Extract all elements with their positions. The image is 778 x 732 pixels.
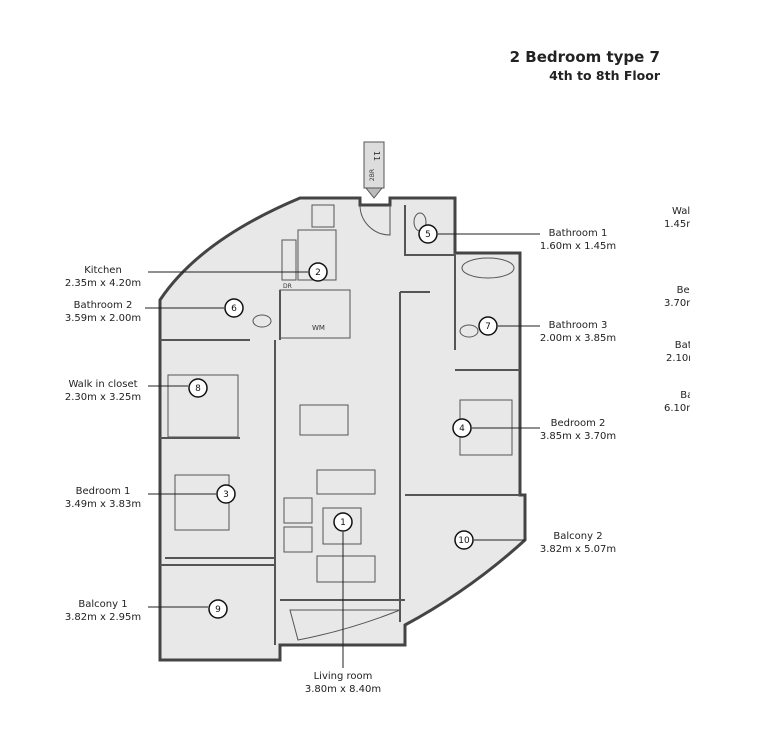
bathtub (461, 257, 515, 279)
coffee-table (322, 507, 362, 545)
svg-text:7: 7 (485, 322, 491, 332)
sofa-bottom (316, 555, 376, 583)
clipped-label: Bath2.10m (665, 340, 690, 364)
room-marker-6: 6 (224, 298, 244, 318)
plan-subtitle: 4th to 8th Floor (549, 68, 660, 83)
svg-text:6: 6 (231, 304, 237, 314)
clipped-labels: Walk1.45m Bed3.70m Bath2.10m Bal6.10m (600, 200, 690, 430)
leader-lines (145, 233, 540, 668)
room-marker-9: 9 (208, 599, 228, 619)
clipped-label: Bed3.70m (663, 285, 690, 309)
armchair (283, 526, 313, 553)
svg-text:9: 9 (215, 605, 221, 615)
clipped-label: Walk1.45m (663, 206, 690, 230)
toilets (252, 212, 479, 338)
room-marker-8: 8 (188, 378, 208, 398)
entrance-door (359, 204, 391, 236)
room-markers: 1 2 3 4 5 6 7 8 9 10 (188, 224, 498, 619)
balcony-planter (289, 609, 401, 641)
room-marker-3: 3 (216, 484, 236, 504)
apartment-outline (158, 196, 527, 662)
clipped-label: Bal6.10m (663, 390, 690, 414)
room-marker-10: 10 (454, 530, 474, 550)
room-marker-5: 5 (418, 224, 438, 244)
svg-text:5: 5 (425, 230, 431, 240)
entrance-marker: 11 2BR (363, 141, 385, 199)
wardrobe (167, 374, 239, 438)
svg-text:1: 1 (340, 518, 346, 528)
plan-title: 2 Bedroom type 7 (509, 48, 660, 66)
room-marker-4: 4 (452, 418, 472, 438)
svg-text:2: 2 (315, 268, 321, 278)
room-marker-7: 7 (478, 316, 498, 336)
washing-machine-label: WM (312, 324, 325, 332)
dining-table (299, 404, 349, 436)
dryer-label: DR (283, 283, 292, 290)
svg-text:3: 3 (223, 490, 229, 500)
armchair (283, 497, 313, 524)
svg-text:10: 10 (458, 536, 470, 546)
svg-text:8: 8 (195, 384, 201, 394)
unit-number: 11 (372, 151, 381, 161)
unit-type: 2BR (369, 169, 376, 181)
room-marker-2: 2 (308, 262, 328, 282)
svg-text:4: 4 (459, 424, 465, 434)
room-marker-1: 1 (333, 512, 353, 532)
sofa-top (316, 469, 376, 495)
